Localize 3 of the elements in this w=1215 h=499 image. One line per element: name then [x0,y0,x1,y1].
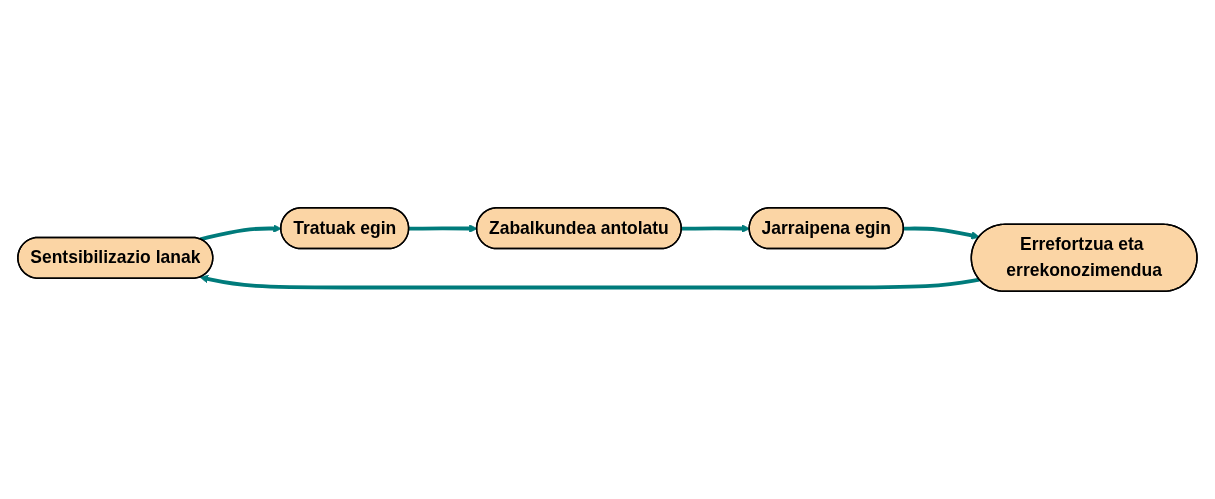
arrow [199,274,980,290]
arrow [199,224,282,242]
arrow [903,226,980,240]
